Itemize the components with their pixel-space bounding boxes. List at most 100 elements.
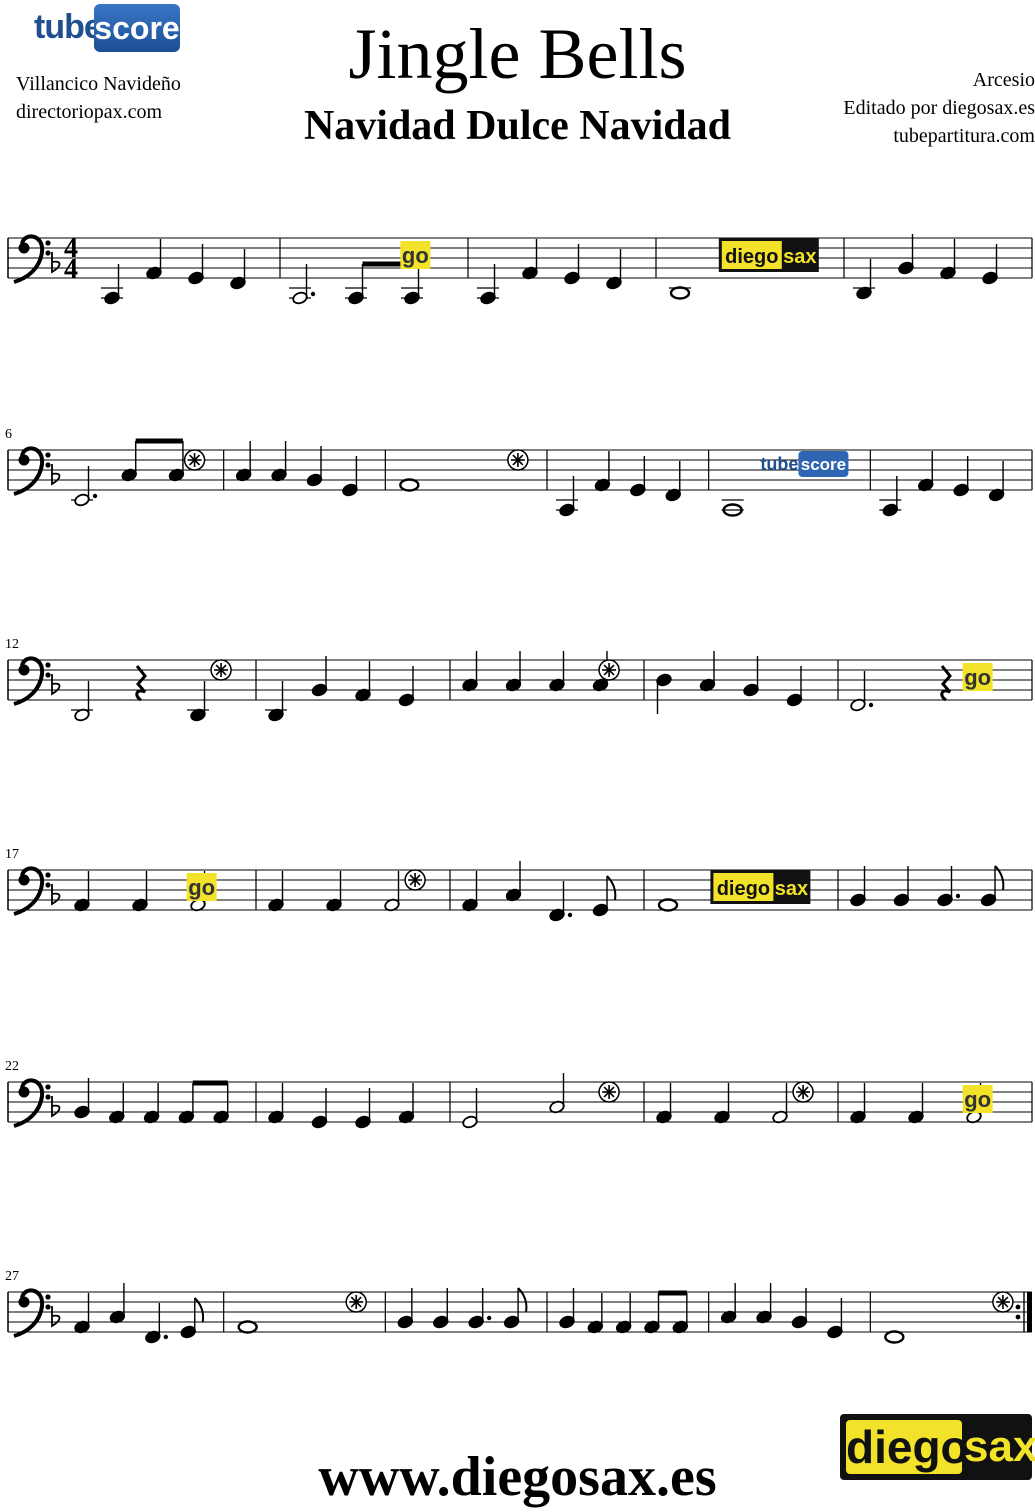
note: [980, 866, 997, 907]
augmentation-dot: [92, 493, 98, 499]
logo-diego-text: diego: [846, 1420, 969, 1474]
star-ray: [215, 669, 222, 676]
augmentation-dot: [955, 893, 961, 899]
star-ray: [797, 1086, 804, 1093]
note: [743, 656, 759, 697]
note: [132, 871, 148, 912]
key-signature-flat: [51, 884, 61, 906]
note: [384, 871, 400, 912]
note: [477, 264, 499, 305]
eighth-flag: [517, 1287, 528, 1313]
note: [559, 1288, 575, 1329]
tubescore-logo: tube score: [28, 2, 184, 56]
measure-number: 17: [5, 847, 19, 862]
star-ray: [220, 669, 227, 676]
arranger-name: Arcesio: [972, 69, 1035, 91]
star-ray: [608, 664, 615, 671]
star-ray: [414, 874, 421, 881]
repeat-dot: [1015, 1304, 1021, 1310]
note: [397, 1288, 414, 1329]
note: [827, 1298, 843, 1339]
note: [884, 1330, 905, 1344]
tubescore-badge-score: score: [801, 455, 846, 474]
note: [271, 441, 287, 482]
note: [462, 651, 478, 692]
note: [342, 456, 358, 497]
diegosax-badge-diego: diego: [717, 878, 770, 900]
watermark-star-icon: [507, 449, 529, 471]
bass-clef-dot: [18, 1296, 30, 1308]
note: [522, 239, 538, 280]
note: [433, 1288, 449, 1329]
note: [606, 249, 622, 290]
genre-label: Villancico Navideño: [16, 73, 181, 95]
note: [187, 681, 209, 722]
note: [306, 446, 323, 487]
note: [505, 651, 522, 692]
bass-clef-colon-top: [45, 240, 51, 246]
note: [564, 244, 580, 285]
time-signature-top: 4: [64, 233, 78, 264]
note: [101, 264, 123, 305]
note: [937, 866, 961, 907]
note: [146, 239, 162, 280]
note: [109, 1083, 125, 1124]
note: [326, 871, 342, 912]
note: [630, 456, 646, 497]
go-badge-text: go: [188, 875, 215, 900]
bass-clef-colon-top: [45, 1084, 51, 1090]
star-ray: [802, 1091, 809, 1098]
watermark-star-icon: [345, 1291, 367, 1313]
bass-clef-curve: [13, 234, 45, 284]
star-ray: [1002, 1301, 1009, 1308]
note: [462, 871, 478, 912]
tubescore-badge-bg: [798, 451, 849, 477]
note: [235, 441, 252, 482]
page-title: Jingle Bells: [348, 14, 687, 94]
note: [355, 1088, 371, 1129]
watermark-go-badge: go: [962, 663, 993, 691]
note: [345, 264, 367, 305]
note: [893, 866, 910, 907]
watermark-star-icon: [792, 1081, 814, 1103]
star-ray: [603, 1091, 610, 1098]
eighth-flag: [994, 865, 1005, 891]
header-left: Villancico Navideño directoriopax.com: [16, 70, 181, 126]
bass-clef-colon-bottom: [45, 672, 51, 678]
logo-tube-text: tube: [34, 8, 103, 46]
bass-clef-colon-top: [45, 452, 51, 458]
note: [505, 861, 522, 902]
note: [772, 1083, 788, 1124]
augmentation-dot: [868, 702, 874, 708]
bass-clef-colon-bottom: [45, 882, 51, 888]
note: [178, 1083, 195, 1124]
star-ray: [409, 874, 416, 881]
bass-clef-colon-bottom: [45, 462, 51, 468]
bass-clef-colon-top: [45, 872, 51, 878]
watermark-go-badge: go: [186, 873, 217, 901]
note: [462, 1088, 478, 1129]
key-signature-flat: [51, 674, 61, 696]
star-ray: [189, 454, 196, 461]
note: [791, 1288, 808, 1329]
note: [399, 478, 420, 492]
note: [289, 264, 316, 305]
star-ray: [355, 1301, 362, 1308]
key-signature-flat: [51, 1306, 61, 1328]
footer-url[interactable]: www.diegosax.es: [318, 1446, 717, 1508]
note: [672, 1293, 689, 1334]
note: [71, 681, 93, 722]
note: [143, 1083, 160, 1124]
quarter-rest: [135, 665, 147, 702]
key-signature-flat: [51, 252, 61, 274]
star-ray: [189, 459, 196, 466]
note: [656, 673, 672, 714]
notehead-whole: [399, 478, 420, 492]
